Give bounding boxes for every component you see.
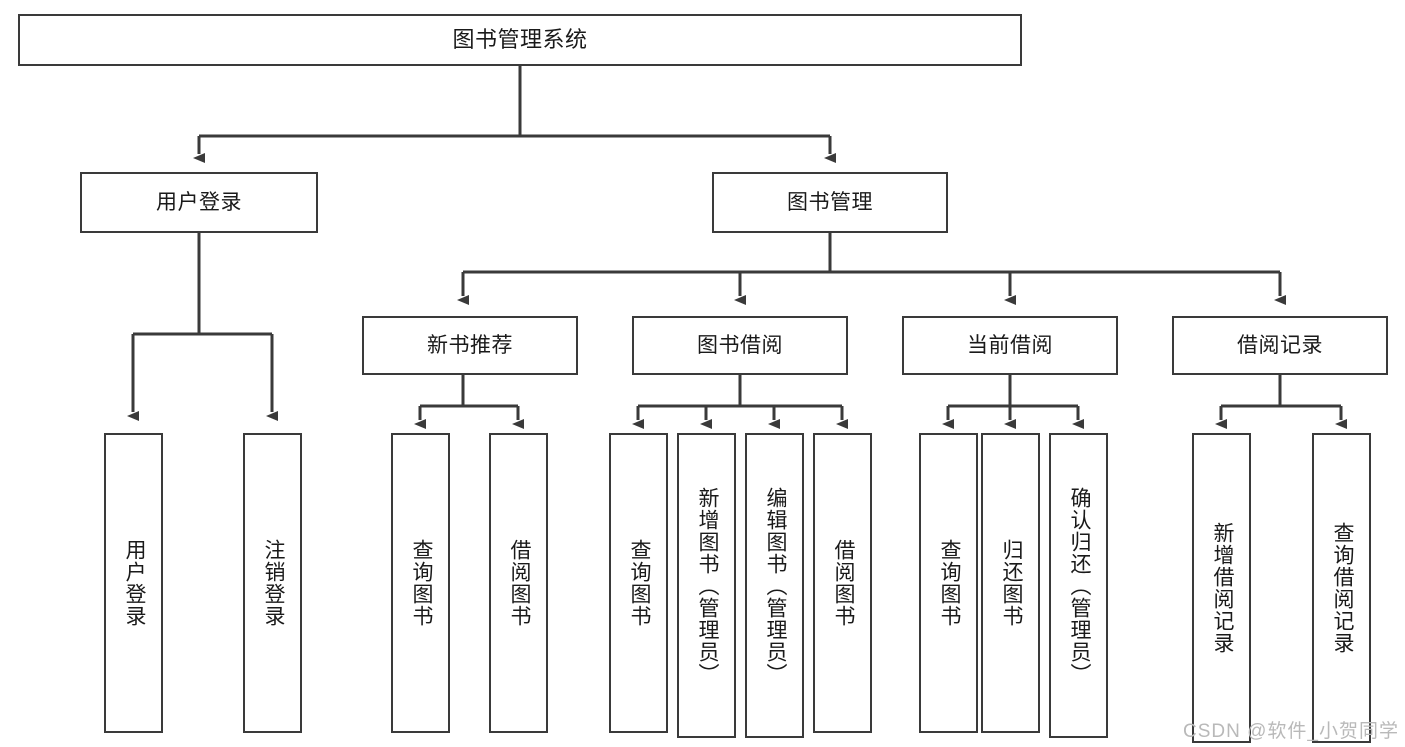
- node-leaf-add-book-label: 新增图书（管理员）: [695, 486, 719, 685]
- node-book-borrow[interactable]: 图书借阅: [632, 316, 848, 375]
- node-borrow-record-label: 借阅记录: [1237, 333, 1323, 357]
- node-leaf-confirm-return[interactable]: 确认归还（管理员）: [1049, 433, 1108, 738]
- node-leaf-add-book[interactable]: 新增图书（管理员）: [677, 433, 736, 738]
- node-leaf-edit-book-label: 编辑图书（管理员）: [763, 486, 787, 685]
- node-user-login-label: 用户登录: [156, 190, 242, 214]
- node-leaf-edit-book[interactable]: 编辑图书（管理员）: [745, 433, 804, 738]
- node-current-borrow[interactable]: 当前借阅: [902, 316, 1118, 375]
- node-root[interactable]: 图书管理系统: [18, 14, 1022, 66]
- node-user-login[interactable]: 用户登录: [80, 172, 318, 233]
- node-leaf-query-book-1[interactable]: 查询图书: [391, 433, 450, 733]
- node-leaf-borrow-book-1-label: 借阅图书: [507, 539, 531, 627]
- node-leaf-query-book-3-label: 查询图书: [937, 539, 961, 627]
- node-leaf-query-record[interactable]: 查询借阅记录: [1312, 433, 1371, 743]
- node-borrow-record[interactable]: 借阅记录: [1172, 316, 1388, 375]
- node-new-book-recommend-label: 新书推荐: [427, 333, 513, 357]
- node-book-borrow-label: 图书借阅: [697, 333, 783, 357]
- node-leaf-add-record[interactable]: 新增借阅记录: [1192, 433, 1251, 743]
- node-leaf-confirm-return-label: 确认归还（管理员）: [1067, 486, 1091, 685]
- node-book-management[interactable]: 图书管理: [712, 172, 948, 233]
- node-leaf-user-login[interactable]: 用户登录: [104, 433, 163, 733]
- watermark: CSDN @软件_小贺同学: [1183, 721, 1399, 742]
- node-root-label: 图书管理系统: [452, 26, 588, 52]
- node-new-book-recommend[interactable]: 新书推荐: [362, 316, 578, 375]
- node-leaf-query-book-2[interactable]: 查询图书: [609, 433, 668, 733]
- node-leaf-query-book-3[interactable]: 查询图书: [919, 433, 978, 733]
- node-leaf-logout-login[interactable]: 注销登录: [243, 433, 302, 733]
- node-leaf-add-record-label: 新增借阅记录: [1210, 522, 1234, 654]
- node-book-management-label: 图书管理: [787, 190, 873, 214]
- node-current-borrow-label: 当前借阅: [967, 333, 1053, 357]
- node-leaf-borrow-book-1[interactable]: 借阅图书: [489, 433, 548, 733]
- node-leaf-query-book-2-label: 查询图书: [627, 539, 651, 627]
- node-leaf-return-book[interactable]: 归还图书: [981, 433, 1040, 733]
- node-leaf-query-record-label: 查询借阅记录: [1330, 522, 1354, 654]
- node-leaf-return-book-label: 归还图书: [999, 539, 1023, 627]
- node-leaf-logout-login-label: 注销登录: [261, 539, 285, 627]
- node-leaf-borrow-book-2[interactable]: 借阅图书: [813, 433, 872, 733]
- node-leaf-query-book-1-label: 查询图书: [409, 539, 433, 627]
- node-leaf-user-login-label: 用户登录: [122, 539, 146, 627]
- node-leaf-borrow-book-2-label: 借阅图书: [831, 539, 855, 627]
